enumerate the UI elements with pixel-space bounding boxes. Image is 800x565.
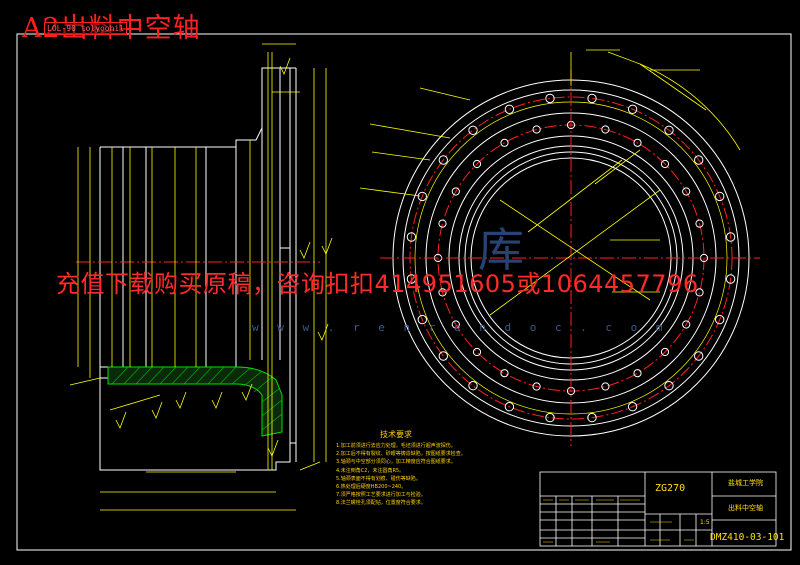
bolt-hole [601,382,610,391]
bolt-hole [660,159,670,169]
drawing-border [16,33,792,551]
bolt-hole [504,402,515,412]
bolt-hole [417,191,427,202]
title-block [539,471,777,547]
technical-note-item: 5.轴颈表面不得有划痕、碰伤等缺陷。 [336,475,421,482]
bolt-hole [406,274,417,284]
bolt-hole [451,320,460,329]
bolt-hole [725,232,736,242]
section-outline-bottom [99,147,297,471]
watermark-logo: 库 [478,223,524,277]
bolt-hole [633,369,642,378]
bolt-hole [627,104,638,115]
bolt-hole [438,155,448,165]
bolt-hole [532,382,541,391]
bolt-hole [682,187,691,196]
bolt-hole [587,412,597,423]
bolt-hole [438,351,448,361]
bolt-hole [406,232,417,242]
frame-tag: LOL-90 tolyoohil [44,22,128,35]
title-block-material: ZG270 [655,483,686,494]
bolt-hole [472,159,482,169]
bolt-hole [695,219,704,228]
watermark-url: w w w . r e n r e n d o c . c o m [252,321,669,334]
hatch-lines [111,366,283,431]
title-block-ratio: 1:5 [700,519,710,526]
bolt-hole [664,125,674,136]
bolt-holes-outer [406,93,736,423]
angle-dimension-arc [639,63,741,151]
promo-banner: 充值下载购买原稿，咨询扣扣414951605或1064457796 [56,270,699,298]
title-block-drawing-number: DMZ410-03-101 [710,532,785,543]
technical-note-item: 2.加工后不得有裂纹、砂眼等铸造缺陷，按图纸要求检查。 [336,451,466,458]
bolt-hole [664,381,674,391]
technical-note-item: 6.热处理后硬度HB200~240。 [336,484,407,491]
bolt-hole [725,274,736,284]
bolt-hole [715,191,725,202]
bolt-hole [694,351,704,361]
technical-notes-heading: 技术要求 [380,430,412,439]
technical-note-item: 4.未注倒角C2，未注圆角R5。 [336,467,405,474]
section-hatch [107,366,283,437]
bolt-hole [438,219,447,228]
roughness-symbols [115,57,333,457]
bolt-hole [601,125,610,134]
technical-note-item: 1.加工前须进行去应力处理，毛坯须进行超声波探伤。 [336,443,456,449]
bolt-hole [500,138,509,147]
bolt-hole [587,93,597,104]
bolt-hole [695,288,704,297]
bolt-hole [417,314,427,325]
title-block-part-name: 出料中空轴 [728,504,763,512]
bolt-hole [468,381,478,391]
bolt-hole [545,93,555,104]
bolt-hole [500,369,509,378]
bolt-hole [472,347,482,357]
drawing-title: A2出料中空轴 [22,13,201,44]
bolt-hole [694,155,704,165]
technical-note-item: 8.法兰螺栓孔须配钻，位置度符合要求。 [336,500,426,507]
title-block-school: 盐城工学院 [728,479,763,487]
bolt-hole [468,125,478,136]
flange-view [359,49,760,446]
technical-notes: 技术要求 1.加工前须进行去应力处理，毛坯须进行超声波探伤。 2.加工后不得有裂… [336,430,536,508]
bolt-holes-inner [433,120,709,396]
bolt-hole [504,104,515,115]
section-dimensions [69,43,327,511]
bolt-hole [532,125,541,134]
bolt-hole [682,320,691,329]
bolt-hole [438,288,447,297]
bolt-hole [627,402,638,412]
bolt-hole [633,138,642,147]
flange-dimensions [359,49,707,316]
bolt-hole [660,347,670,357]
bolt-hole [545,412,555,423]
section-view [69,43,333,511]
bolt-hole [451,187,460,196]
technical-note-item: 3.轴颈与中空部分须同心，加工精度应符合图纸要求。 [336,459,456,466]
bolt-hole [715,314,725,325]
title-block-glyphs [543,499,694,543]
technical-note-item: 7.须严格按照工艺要求进行加工与检验。 [336,492,426,499]
